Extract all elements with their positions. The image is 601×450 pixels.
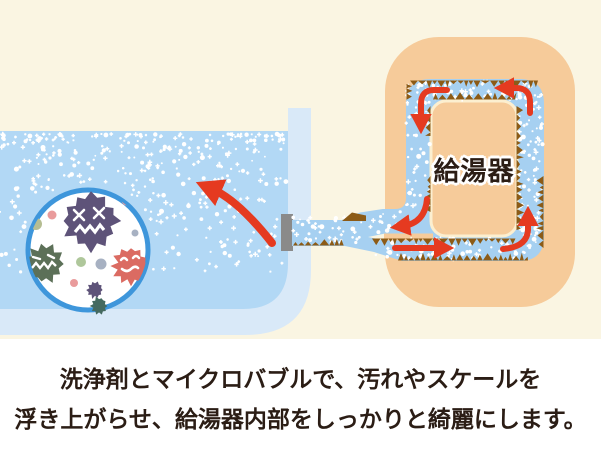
flow-arrow-left-down (410, 87, 450, 135)
caption-line-2: 浮き上がらせ、給湯器内部をしっかりと綺麗にします。 (14, 406, 587, 432)
heater-core (429, 99, 519, 238)
hose-connector (281, 214, 293, 251)
flow-arrow-top-left (493, 77, 533, 116)
flow-arrow-into-tub (195, 179, 276, 247)
teal-germ-icon (89, 296, 108, 315)
caption-line-1: 洗浄剤とマイクロバブルで、汚れやスケールを (59, 366, 542, 392)
tub-rim (288, 108, 311, 134)
heater-label: 給湯器 (433, 156, 515, 186)
flow-arrow-return (389, 196, 430, 236)
microbubbles-tub (0, 131, 289, 274)
flow-arrows (195, 77, 539, 259)
microbe-magnifier (25, 187, 151, 315)
flow-arrow-right-up (500, 205, 539, 252)
pipe-divider (384, 233, 433, 241)
